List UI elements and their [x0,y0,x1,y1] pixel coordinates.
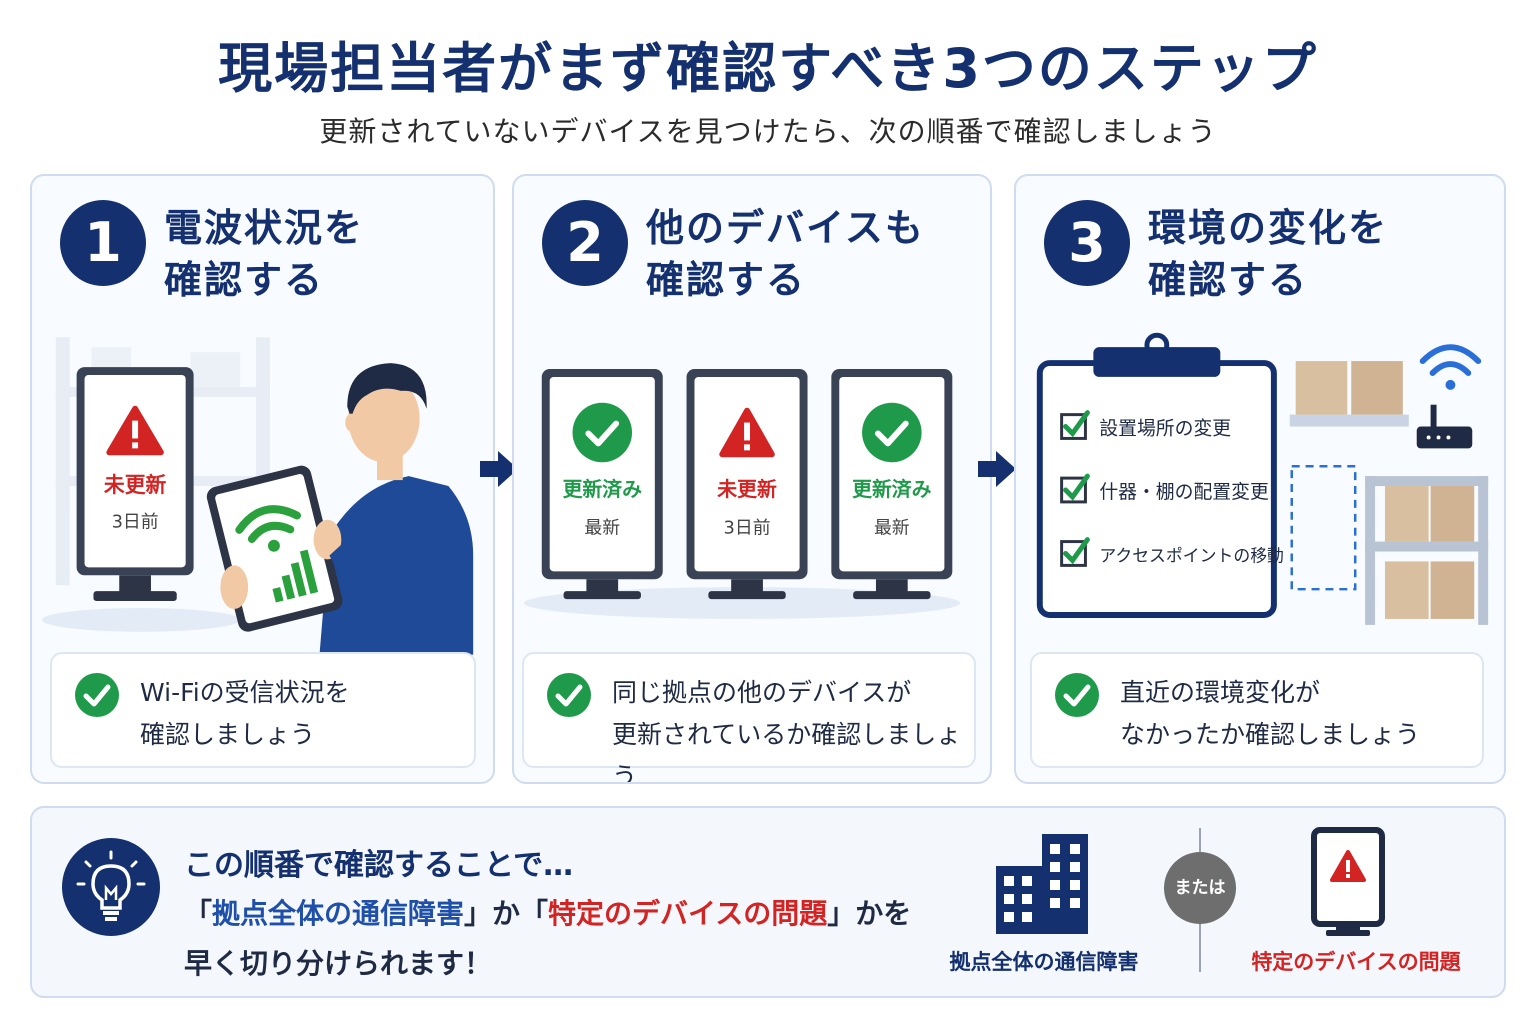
device-status: 更新済み [852,478,931,501]
access-point [1416,344,1482,449]
step-note: 同じ拠点の他のデバイスが 更新されているか確認しましょう [522,652,976,782]
step-note: Wi-Fiの受信状況を 確認しましょう [50,652,476,768]
note-text: 直近の環境変化が なかったか確認しましょう [1120,678,1421,749]
device-status: 更新済み [563,478,642,501]
summary-line: 「拠点全体の通信障害」か「特定のデバイスの問題」かを [184,897,912,930]
step-note: 直近の環境変化が なかったか確認しましょう [1030,652,1484,768]
checkbox-checked-icon [1063,410,1090,438]
page-subtitle: 更新されていないデバイスを見つけたら、次の順番で確認しましょう [319,115,1217,148]
step-card-1: 1 電波状況を 確認する 未更新 3日前 [30,174,495,784]
building-icon [996,834,1088,934]
summary-panel: この順番で確認することで… 「拠点全体の通信障害」か「特定のデバイスの問題」かを… [30,806,1506,998]
wifi-icon [1419,344,1482,365]
step-title: 環境の変化を 確認する [1148,206,1389,302]
check-circle-icon [547,673,591,717]
step-title: 電波状況を 確認する [164,206,365,302]
step-card-2: 2 他のデバイスも 確認する 更新済み 最新 未更新 3日前 [512,174,992,784]
device-status: 未更新 [716,478,777,501]
kiosk-device: 未更新 3日前 [76,367,194,602]
device-status: 未更新 [104,473,167,497]
highlight-device-issue: 特定のデバイスの問題 [548,897,828,930]
kiosk-device: 未更新 3日前 [686,369,808,600]
svg-text:アクセスポイントの移動: アクセスポイントの移動 [1099,545,1284,565]
checkbox-checked-icon [1063,537,1090,565]
illustration-device-compare: 更新済み 最新 未更新 3日前 更新済み 最新 [523,369,961,619]
checklist-item: 設置場所の変更 [1060,410,1231,440]
device-time: 最新 [584,518,620,539]
arrow-right-icon [978,451,1016,487]
kiosk-device: 更新済み 最新 [831,369,953,600]
option-device-issue: 特定のデバイスの問題 [1251,950,1461,974]
check-circle-icon [1055,673,1099,717]
check-circle-icon [572,402,633,463]
arrow-right-icon [480,451,518,487]
check-circle-icon [75,673,119,717]
step-number: 1 [60,200,146,286]
svg-text:設置場所の変更: 設置場所の変更 [1099,417,1231,439]
warehouse-shelf [1289,361,1489,625]
svg-text:什器・棚の配置変更: 什器・棚の配置変更 [1099,481,1269,503]
device-warning-icon [1311,827,1385,936]
signal-bars-icon [272,587,284,603]
step-card-3: 3 環境の変化を 確認する 設置場所の変更 什器・棚の配置変更 アクセスポイント… [1014,174,1506,784]
or-badge: または [1164,852,1236,924]
checklist-item: アクセスポイントの移動 [1060,537,1284,567]
device-time: 3日前 [112,512,159,533]
check-circle-icon [862,402,922,463]
step-number: 3 [1044,200,1130,286]
highlight-site-outage: 拠点全体の通信障害 [212,897,465,930]
wifi-icon [235,505,301,534]
page-title: 現場担当者がまず確認すべき3つのステップ [218,37,1318,100]
device-time: 最新 [874,518,910,539]
lightbulb-icon [62,838,160,936]
illustration-environment-check: 設置場所の変更 什器・棚の配置変更 アクセスポイントの移動 [1036,332,1489,625]
note-text: 同じ拠点の他のデバイスが 更新されているか確認しましょう [612,678,962,784]
clipboard [1036,332,1277,618]
illustration-signal-check: 未更新 3日前 [41,337,474,655]
device-time: 3日前 [724,518,771,539]
summary-lead: この順番で確認することで… [184,848,574,883]
summary-line: 早く切り分けられます！ [184,947,493,980]
step-number: 2 [542,200,628,286]
checkbox-checked-icon [1063,473,1090,501]
checklist-item: 什器・棚の配置変更 [1060,473,1269,504]
step-title: 他のデバイスも 確認する [646,206,925,302]
option-site-outage: 拠点全体の通信障害 [949,950,1139,974]
note-text: Wi-Fiの受信状況を 確認しましょう [140,678,350,749]
person-with-tablet [206,363,474,655]
kiosk-device: 更新済み 最新 [541,369,663,600]
